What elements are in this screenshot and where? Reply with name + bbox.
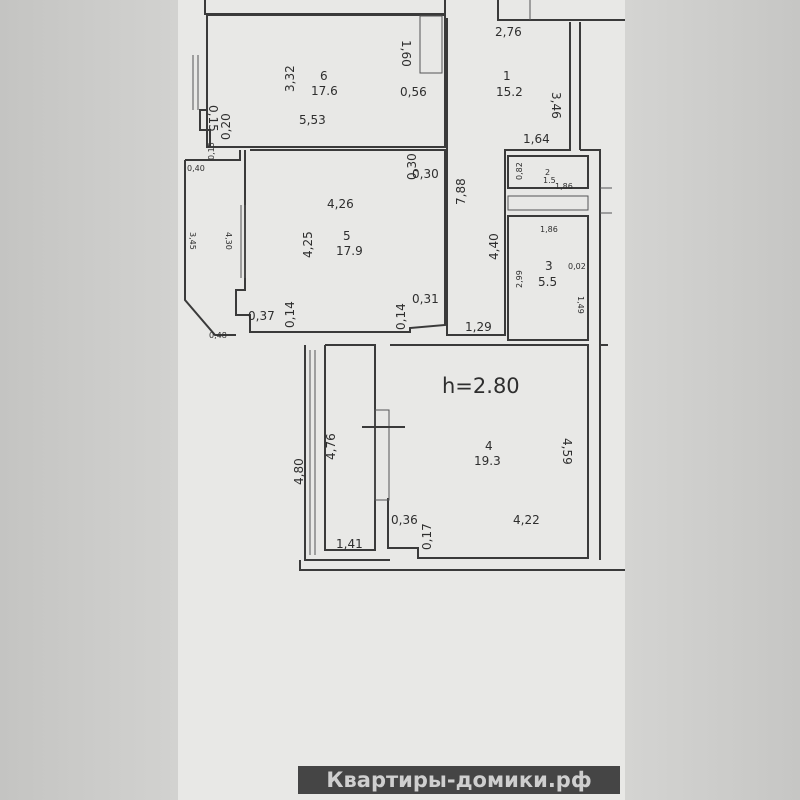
dim-label: 4,22 — [513, 513, 540, 527]
room-6-number: 6 — [320, 69, 328, 83]
dim-label: 1,64 — [523, 132, 550, 146]
dim-label: 1,60 — [399, 40, 413, 67]
dim-label: 1,41 — [336, 537, 363, 551]
dim-label: 5,53 — [299, 113, 326, 127]
dim-label: 0,14 — [394, 303, 408, 330]
room-2-number: 2 — [545, 168, 550, 177]
dim-label: 0,56 — [400, 85, 427, 99]
dim-label: 1,86 — [540, 225, 558, 234]
dim-label: 3,45 — [188, 232, 197, 250]
dim-label: 0,31 — [412, 292, 439, 306]
watermark-text: Квартиры-домики.рф — [326, 768, 592, 792]
dim-label: 0,02 — [568, 262, 586, 271]
room-5-area: 17.9 — [336, 244, 363, 258]
dim-label: 0,30 — [412, 167, 439, 181]
room-4-area: 19.3 — [474, 454, 501, 468]
room-6-area: 17.6 — [311, 84, 338, 98]
room-4-number: 4 — [485, 439, 493, 453]
room-3-area: 5.5 — [538, 275, 557, 289]
dim-label: 1,29 — [465, 320, 492, 334]
dim-label: 0,15 — [206, 105, 220, 132]
dim-label: 7,88 — [454, 178, 468, 205]
ceiling-height: h=2.80 — [442, 374, 520, 398]
dim-label: 4,30 — [224, 232, 233, 250]
dim-label: 4,25 — [301, 231, 315, 258]
room-labels: 6 17.6 1 15.2 2 1.5 3 5.5 4 19.3 5 17.9 … — [311, 69, 557, 468]
dim-label: 4,80 — [292, 458, 306, 485]
room-3-number: 3 — [545, 259, 553, 273]
dim-label: 0,48 — [209, 331, 227, 340]
watermark-banner: Квартиры-домики.рф — [298, 766, 620, 794]
blurred-background-left — [0, 0, 178, 800]
room-2-area: 1.5 — [543, 176, 556, 185]
dim-label: 4,40 — [487, 233, 501, 260]
dim-label: 2,76 — [495, 25, 522, 39]
dim-label: 0,17 — [420, 523, 434, 550]
dim-label: 3,32 — [283, 65, 297, 92]
dim-label: 2,99 — [515, 270, 524, 288]
dimension-labels: 2,76 3,46 1,64 7,88 4,40 1,29 1,86 1,86 … — [187, 25, 586, 551]
dim-label: 0,20 — [219, 113, 233, 140]
dim-label: 1,86 — [555, 182, 573, 191]
floor-plan-paper — [178, 0, 625, 800]
room-1-number: 1 — [503, 69, 511, 83]
dim-label: 0,30 — [405, 153, 419, 180]
dim-label: 1,49 — [576, 296, 585, 314]
dim-label: 0,40 — [187, 164, 205, 173]
room-5-number: 5 — [343, 229, 351, 243]
dim-label: 0,82 — [515, 162, 524, 180]
room-1-area: 15.2 — [496, 85, 523, 99]
dim-label: 4,59 — [560, 438, 574, 465]
dim-label: 3,46 — [549, 92, 563, 119]
dim-label: 0,36 — [391, 513, 418, 527]
dim-label: 0,14 — [283, 301, 297, 328]
walls — [184, 0, 625, 571]
blurred-background-right — [625, 0, 800, 800]
dim-label: 4,26 — [327, 197, 354, 211]
dim-label: 0,15 — [207, 142, 216, 160]
dim-label: 4,76 — [324, 433, 338, 460]
dim-label: 0,37 — [248, 309, 275, 323]
